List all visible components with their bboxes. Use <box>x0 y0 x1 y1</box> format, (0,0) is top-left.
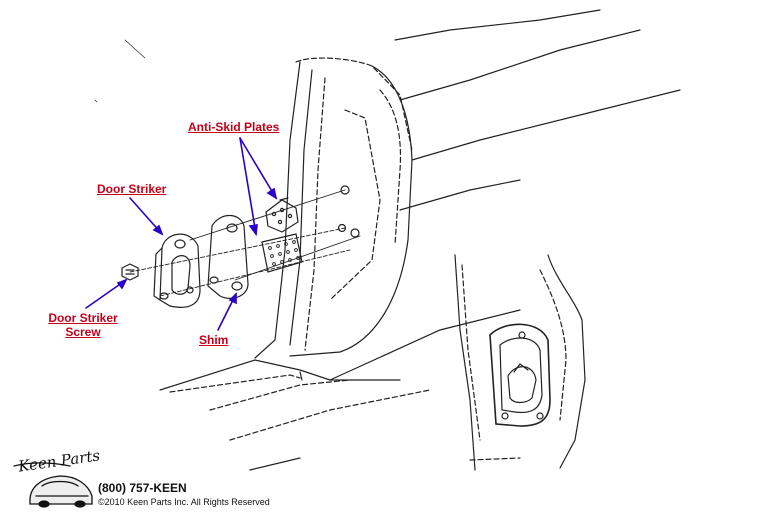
door-striker-screw-label[interactable]: Door Striker Screw <box>46 311 120 339</box>
mounting-nuts <box>337 185 360 238</box>
door-striker-screw-part <box>121 263 139 281</box>
phone-number: (800) 757-KEEN <box>98 481 187 495</box>
copyright-notice: ©2010 Keen Parts Inc. All Rights Reserve… <box>98 497 270 507</box>
door-jamb-outline <box>94 9 681 471</box>
corvette-car-icon <box>13 462 93 508</box>
anti-skid-plate-lower <box>261 233 303 273</box>
door-striker-screw-label-line2: Screw <box>65 325 101 339</box>
door-striker-screw-label-line1: Door Striker <box>48 311 118 325</box>
callout-arrows <box>85 137 278 331</box>
door-striker-part <box>153 233 201 308</box>
anti-skid-plates-label[interactable]: Anti-Skid Plates <box>188 120 280 134</box>
installed-striker-inset <box>454 254 586 471</box>
bolt-axis-lines <box>129 189 361 297</box>
door-striker-label[interactable]: Door Striker <box>97 182 167 196</box>
anti-skid-plate-upper <box>265 199 299 233</box>
shim-part <box>207 214 249 299</box>
shim-label[interactable]: Shim <box>199 333 229 347</box>
